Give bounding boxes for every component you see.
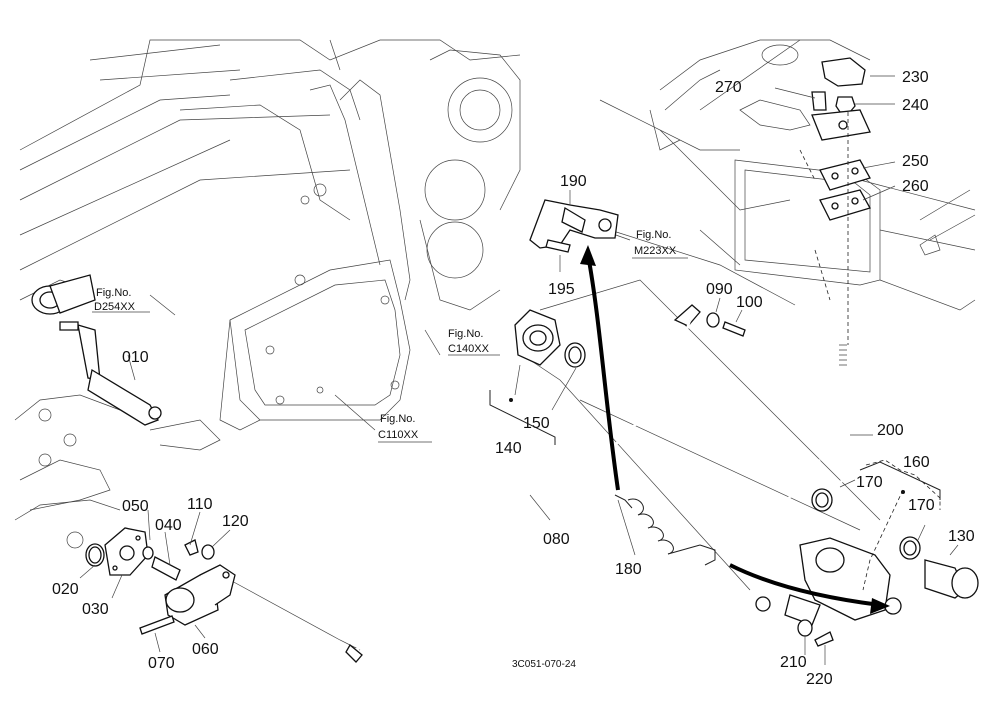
part-190-bracket bbox=[529, 199, 619, 249]
label-100: 100 bbox=[736, 294, 763, 311]
part-210-washer bbox=[797, 619, 813, 637]
part-160-lever-block bbox=[755, 537, 902, 626]
label-030: 030 bbox=[82, 601, 109, 618]
part-140-lever-assembly bbox=[514, 309, 561, 366]
part-090-washer bbox=[706, 312, 720, 328]
part-110-clip bbox=[184, 539, 199, 556]
assembly-arrows bbox=[580, 245, 890, 614]
label-230: 230 bbox=[902, 69, 929, 86]
figure-ref-m223xx: Fig.No. M223XX bbox=[632, 229, 688, 259]
figure-ref-line2: C140XX bbox=[448, 343, 490, 355]
part-195-bolt bbox=[545, 239, 571, 253]
figure-ref-line2: M223XX bbox=[634, 245, 677, 257]
part-030-cover-plate bbox=[104, 527, 149, 576]
figure-ref-d254xx: Fig.No. D254XX bbox=[92, 287, 150, 313]
part-250-plate bbox=[819, 159, 871, 191]
part-080-linkage-rod bbox=[345, 304, 701, 663]
part-170-bushing-upper bbox=[811, 488, 833, 512]
label-200: 200 bbox=[877, 422, 904, 439]
part-050-washer bbox=[142, 546, 154, 560]
label-210: 210 bbox=[780, 654, 807, 671]
label-040: 040 bbox=[155, 517, 182, 534]
label-080: 080 bbox=[543, 531, 570, 548]
label-070: 070 bbox=[148, 655, 175, 672]
figure-ref-c140xx: Fig.No. C140XX bbox=[448, 328, 500, 356]
bracket-160-dot bbox=[901, 490, 905, 494]
label-250: 250 bbox=[902, 153, 929, 170]
label-270: 270 bbox=[715, 79, 742, 96]
leader-lines bbox=[149, 39, 881, 651]
figure-ref-line1: Fig.No. bbox=[636, 229, 671, 241]
part-240-nut bbox=[835, 96, 856, 113]
figure-ref-line1: Fig.No. bbox=[96, 287, 131, 299]
part-knob-bracket bbox=[811, 109, 871, 141]
figure-ref-line1: Fig.No. bbox=[380, 413, 415, 425]
right-frame bbox=[599, 39, 976, 311]
label-190: 190 bbox=[560, 173, 587, 190]
part-230-knob bbox=[821, 57, 866, 87]
label-060: 060 bbox=[192, 641, 219, 658]
part-060-shift-arm bbox=[164, 564, 236, 626]
label-150: 150 bbox=[523, 415, 550, 432]
bracket-160 bbox=[859, 461, 941, 500]
label-240: 240 bbox=[902, 97, 929, 114]
part-150-bushing bbox=[564, 342, 586, 368]
part-070-spring-pin bbox=[139, 615, 175, 635]
label-170-lower: 170 bbox=[908, 497, 935, 514]
label-160: 160 bbox=[903, 454, 930, 471]
part-170-bushing-lower bbox=[899, 536, 921, 560]
part-260-plate bbox=[819, 189, 871, 221]
part-100-cotter-pin bbox=[722, 321, 746, 337]
label-170-upper: 170 bbox=[856, 474, 883, 491]
bracket-140 bbox=[489, 390, 556, 445]
label-020: 020 bbox=[52, 581, 79, 598]
label-050: 050 bbox=[122, 498, 149, 515]
label-195: 195 bbox=[548, 281, 575, 298]
diagram-code: 3C051-070-24 bbox=[512, 659, 576, 670]
label-260: 260 bbox=[902, 178, 929, 195]
part-010-shift-shaft bbox=[31, 274, 162, 426]
part-270-bolt bbox=[811, 91, 827, 111]
part-130-pin bbox=[924, 559, 979, 599]
label-140: 140 bbox=[495, 440, 522, 457]
label-010: 010 bbox=[122, 349, 149, 366]
label-090: 090 bbox=[706, 281, 733, 298]
alignment-lines bbox=[799, 112, 941, 591]
label-120: 120 bbox=[222, 513, 249, 530]
label-180: 180 bbox=[615, 561, 642, 578]
label-110: 110 bbox=[187, 496, 213, 513]
part-labels: 010 020 030 040 050 060 070 080 090 100 … bbox=[52, 69, 975, 688]
bracket-140-dot bbox=[509, 398, 513, 402]
figure-ref-line1: Fig.No. bbox=[448, 328, 483, 340]
part-220-cotter-pin bbox=[814, 631, 834, 647]
part-020-o-ring bbox=[85, 543, 105, 567]
figure-ref-line2: C110XX bbox=[378, 429, 419, 441]
label-130: 130 bbox=[948, 528, 975, 545]
part-120-washer bbox=[201, 544, 215, 560]
part-040-pin bbox=[151, 556, 181, 581]
figure-ref-c110xx: Fig.No. C110XX bbox=[378, 413, 432, 443]
figure-ref-line2: D254XX bbox=[94, 301, 136, 313]
label-leaders bbox=[79, 75, 959, 665]
label-220: 220 bbox=[806, 671, 833, 688]
part-180-spring bbox=[614, 494, 716, 566]
